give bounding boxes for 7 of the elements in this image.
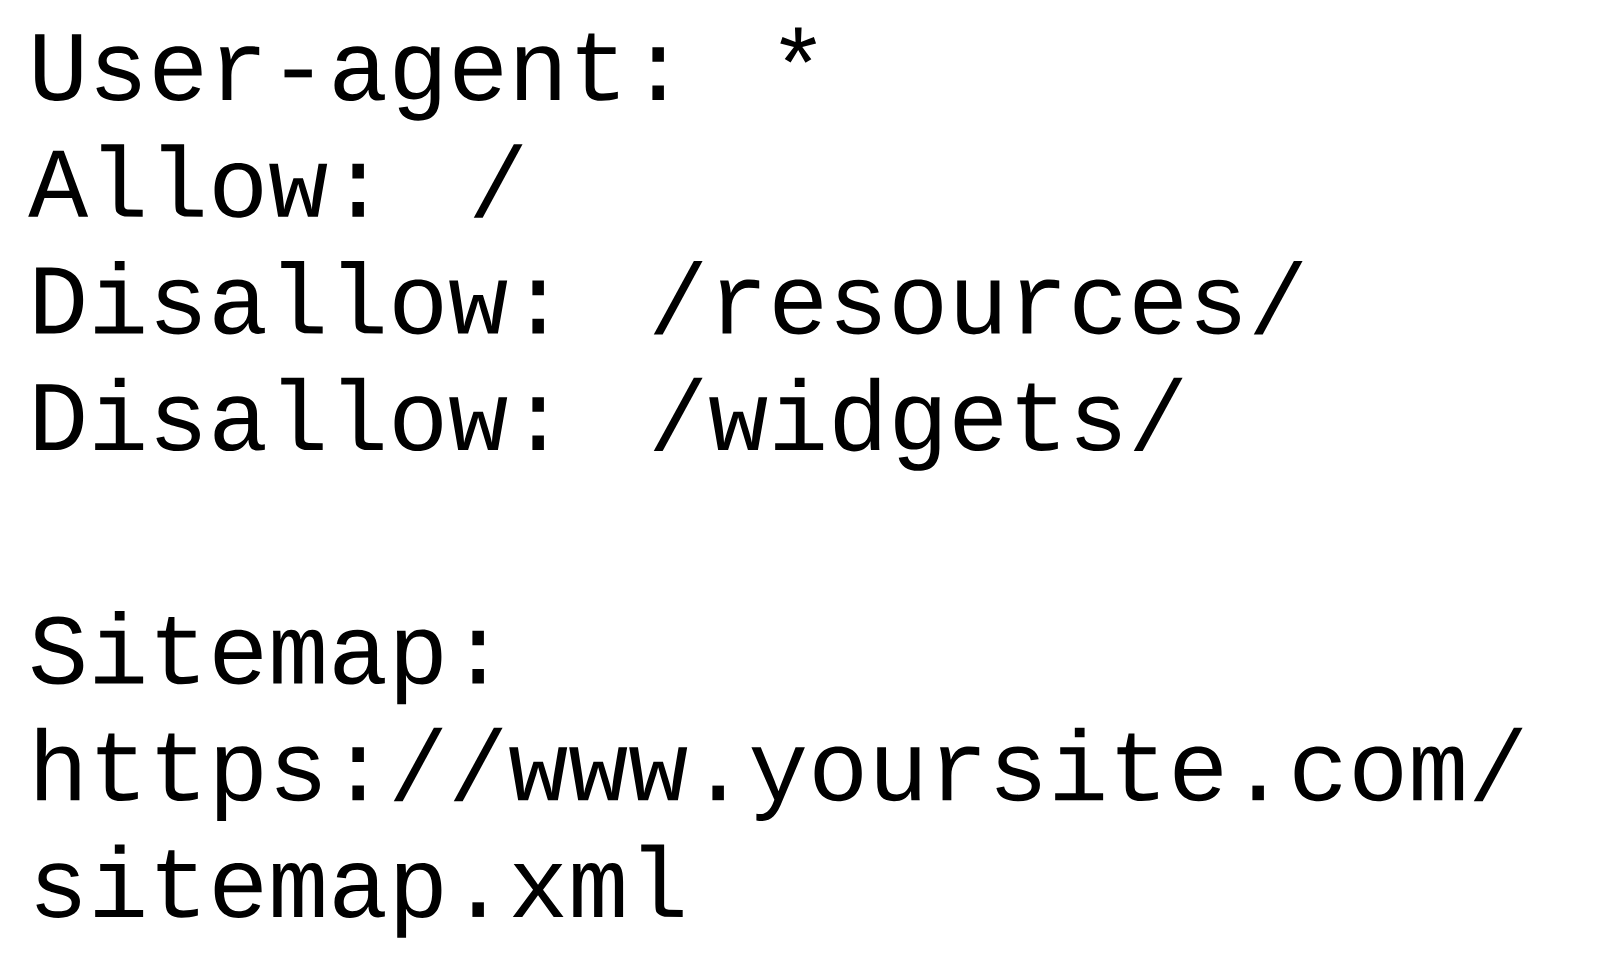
code-line: Sitemap: bbox=[32, 611, 484, 705]
code-line: User-agent: * bbox=[35, 27, 817, 121]
code-line: sitemap.xml bbox=[36, 844, 683, 938]
code-line: Disallow: /resources/ bbox=[36, 260, 1303, 335]
code-line: Allow: / bbox=[28, 144, 523, 218]
code-line: Disallow: /widgets/ bbox=[36, 377, 1183, 471]
code-line: https://www.yoursite.com/ bbox=[37, 727, 1523, 821]
